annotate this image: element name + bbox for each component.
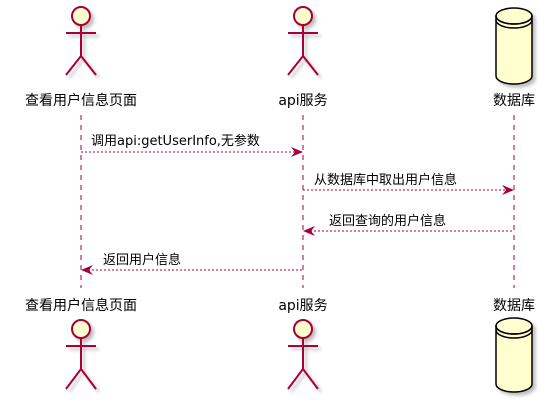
stick-figure-actor-icon xyxy=(65,6,97,76)
stick-figure-actor-icon xyxy=(287,319,319,390)
arrowhead xyxy=(303,226,315,236)
message-label: 从数据库中取出用户信息 xyxy=(314,172,457,188)
message-label: 返回查询的用户信息 xyxy=(329,213,446,229)
participant-label-page-bottom: 查看用户信息页面 xyxy=(25,297,137,314)
participant-label-api: api服务 xyxy=(278,93,327,109)
arrowhead xyxy=(81,265,93,275)
message-label: 返回用户信息 xyxy=(103,252,181,268)
participant-label-page: 查看用户信息页面 xyxy=(25,92,137,109)
arrowhead xyxy=(502,185,514,195)
participant-label-db-bottom: 数据库 xyxy=(493,298,535,314)
stick-figure-actor-icon xyxy=(65,319,97,390)
arrowhead xyxy=(291,147,303,157)
participant-label-api-bottom: api服务 xyxy=(278,298,327,314)
database-cylinder-icon xyxy=(495,317,533,393)
database-cylinder-icon xyxy=(495,7,533,85)
stick-figure-actor-icon xyxy=(287,6,319,76)
participant-label-db: 数据库 xyxy=(493,93,535,109)
message-label: 调用api:getUserInfo,无参数 xyxy=(91,133,260,149)
